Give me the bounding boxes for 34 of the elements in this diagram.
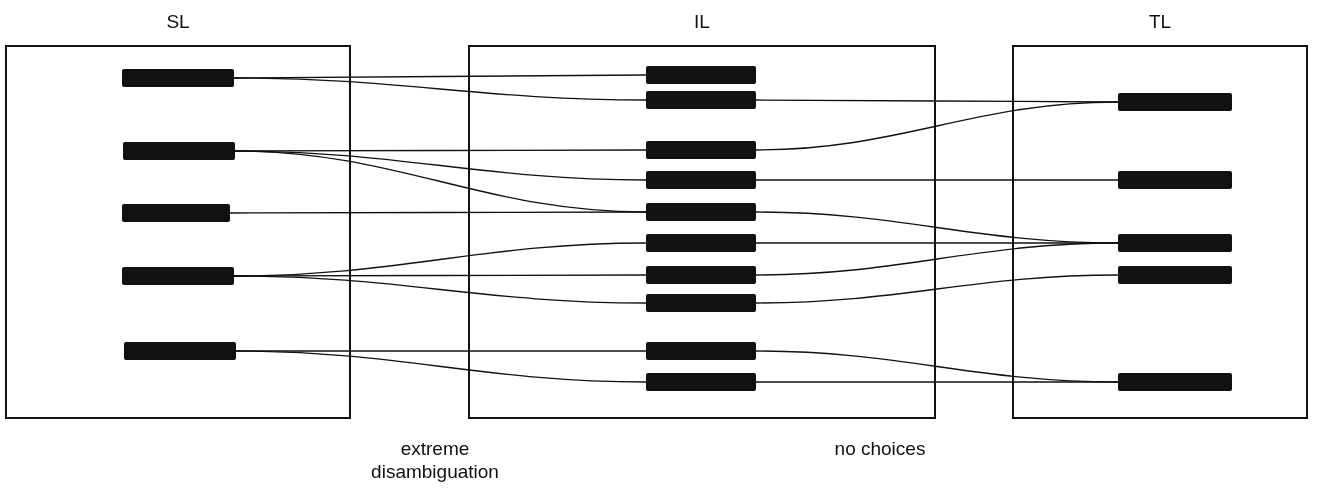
connector-line bbox=[233, 275, 647, 304]
connector-line bbox=[755, 242, 1119, 276]
bar-block bbox=[1118, 93, 1232, 111]
bar-block bbox=[646, 266, 756, 284]
bar-block bbox=[1118, 234, 1232, 252]
layer-heading: IL bbox=[693, 11, 711, 33]
bar-block bbox=[646, 234, 756, 252]
connector-line bbox=[755, 274, 1119, 304]
connector-line bbox=[233, 77, 647, 101]
bar-block bbox=[1118, 373, 1232, 391]
annotation-text: no choices bbox=[833, 438, 927, 461]
bar-block bbox=[646, 171, 756, 189]
bar-block bbox=[122, 69, 234, 87]
bar-block bbox=[646, 373, 756, 391]
bar-block bbox=[646, 203, 756, 221]
bar-block bbox=[124, 342, 236, 360]
bar-block bbox=[646, 141, 756, 159]
connector-line bbox=[755, 381, 1119, 383]
connector-line bbox=[755, 101, 1119, 151]
layer-heading: SL bbox=[165, 11, 191, 33]
bar-block bbox=[122, 267, 234, 285]
bar-block bbox=[646, 91, 756, 109]
connector-line bbox=[229, 211, 647, 214]
bar-block bbox=[1118, 266, 1232, 284]
bar-block bbox=[646, 342, 756, 360]
annotation-text: extreme disambiguation bbox=[370, 438, 500, 484]
bar-block bbox=[646, 66, 756, 84]
bar-block bbox=[123, 142, 235, 160]
bar-block bbox=[646, 294, 756, 312]
connector-line bbox=[755, 179, 1119, 181]
layer-heading: TL bbox=[1147, 11, 1173, 33]
connector-line bbox=[235, 350, 647, 383]
bar-block bbox=[122, 204, 230, 222]
bar-block bbox=[1118, 171, 1232, 189]
